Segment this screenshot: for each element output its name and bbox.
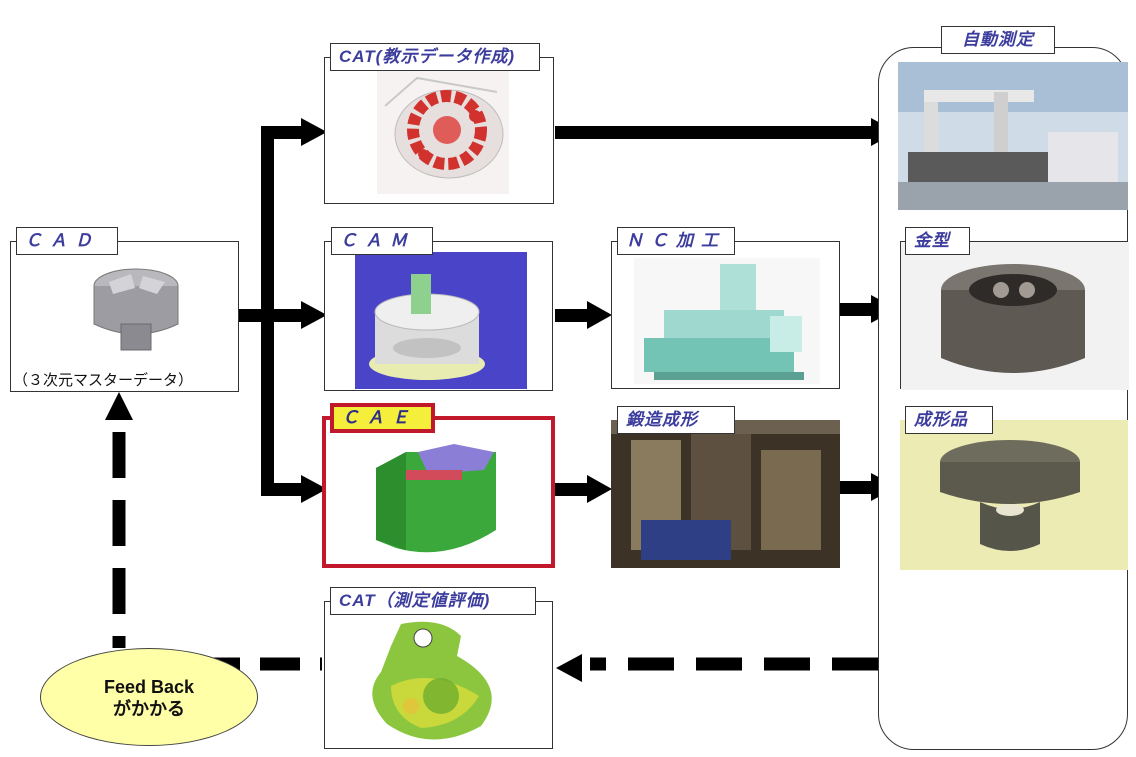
nc-box: [611, 241, 840, 389]
feedback-line2: がかかる: [113, 699, 185, 719]
cad-model-image: [93, 268, 179, 351]
forging-label: 鍛造成形: [617, 406, 735, 434]
cae-box: [322, 416, 555, 568]
cam-label: ＣＡＭ: [331, 227, 433, 255]
cad-box: （３次元マスターデータ）: [10, 241, 239, 392]
mold-box: [900, 241, 1129, 390]
cam-image: [355, 252, 527, 389]
nc-machine-image: [634, 258, 820, 384]
forging-image: [611, 420, 840, 568]
cae-image: [376, 444, 496, 553]
cad-caption: （３次元マスターデータ）: [13, 372, 194, 389]
cae-label: ＣＡＥ: [330, 403, 435, 433]
auto-measure-label: 自動測定: [941, 26, 1055, 54]
mold-label: 金型: [905, 227, 970, 255]
cat-teach-box: [324, 57, 554, 204]
forging-box: [611, 420, 840, 568]
cat-teach-label: CAT(教示データ作成): [330, 43, 540, 71]
auto-measure-image: [898, 62, 1128, 210]
feedback-oval: Feed Back がかかる: [40, 648, 258, 746]
cat-teach-image: [377, 70, 509, 194]
product-image: [900, 420, 1128, 570]
auto-measure-box: [898, 62, 1128, 210]
mold-image: [901, 242, 1129, 390]
cat-eval-image: [372, 621, 492, 740]
feedback-line1: Feed Back: [103, 677, 195, 697]
product-box: [900, 420, 1128, 570]
product-label: 成形品: [905, 406, 993, 434]
cat-eval-box: [324, 601, 553, 749]
cat-eval-label: CAT（測定値評価): [330, 587, 536, 615]
cam-box: [324, 241, 553, 391]
nc-label: ＮＣ加工: [617, 227, 735, 255]
cad-label: ＣＡＤ: [16, 227, 118, 255]
